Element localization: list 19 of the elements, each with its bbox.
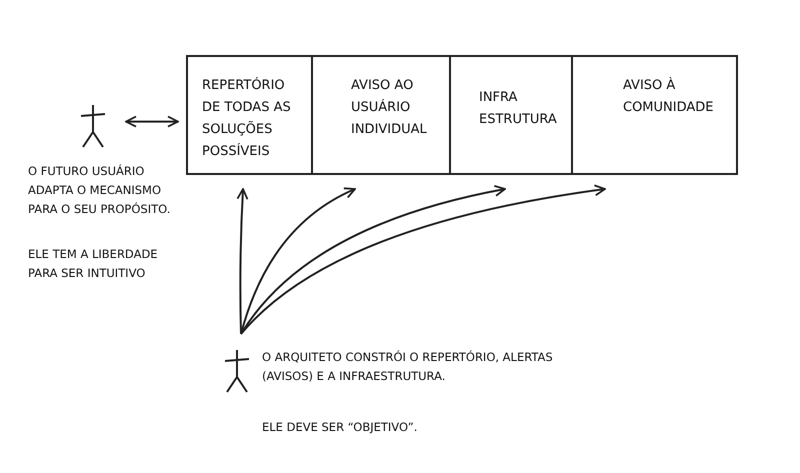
box-label: AVISO AO USUÁRIO INDIVIDUAL [351,77,428,139]
process-box [571,55,738,175]
process-box [449,55,573,175]
note-text: O FUTURO USUÁRIO ADAPTA O MECANISMO PARA O SEU PROPÓSITO. [28,163,172,218]
arrow [240,188,356,334]
arrow [236,188,248,334]
note-text: ELE TEM A LIBERDADE PARA SER INTUITIVO [28,246,159,282]
note-text: ELE DEVE SER “OBJETIVO”. [262,419,418,436]
process-box [186,55,313,175]
stick-figure-icon [222,348,252,394]
process-box [311,55,451,175]
box-label: INFRA ESTRUTURA [479,89,558,129]
arrow [240,185,506,335]
arrow [125,116,179,128]
box-label: REPERTÓRIO DE TODAS AS SOLUÇÕES POSSÍVEIS [202,76,292,161]
box-label: AVISO À COMUNIDADE [623,76,714,117]
note-text: O ARQUITETO CONSTRÓI O REPERTÓRIO, ALERTAS (AVISOS) E A INFRAESTRUTURA. [262,349,554,385]
arrow [240,184,606,335]
stick-figure-icon [78,104,108,148]
